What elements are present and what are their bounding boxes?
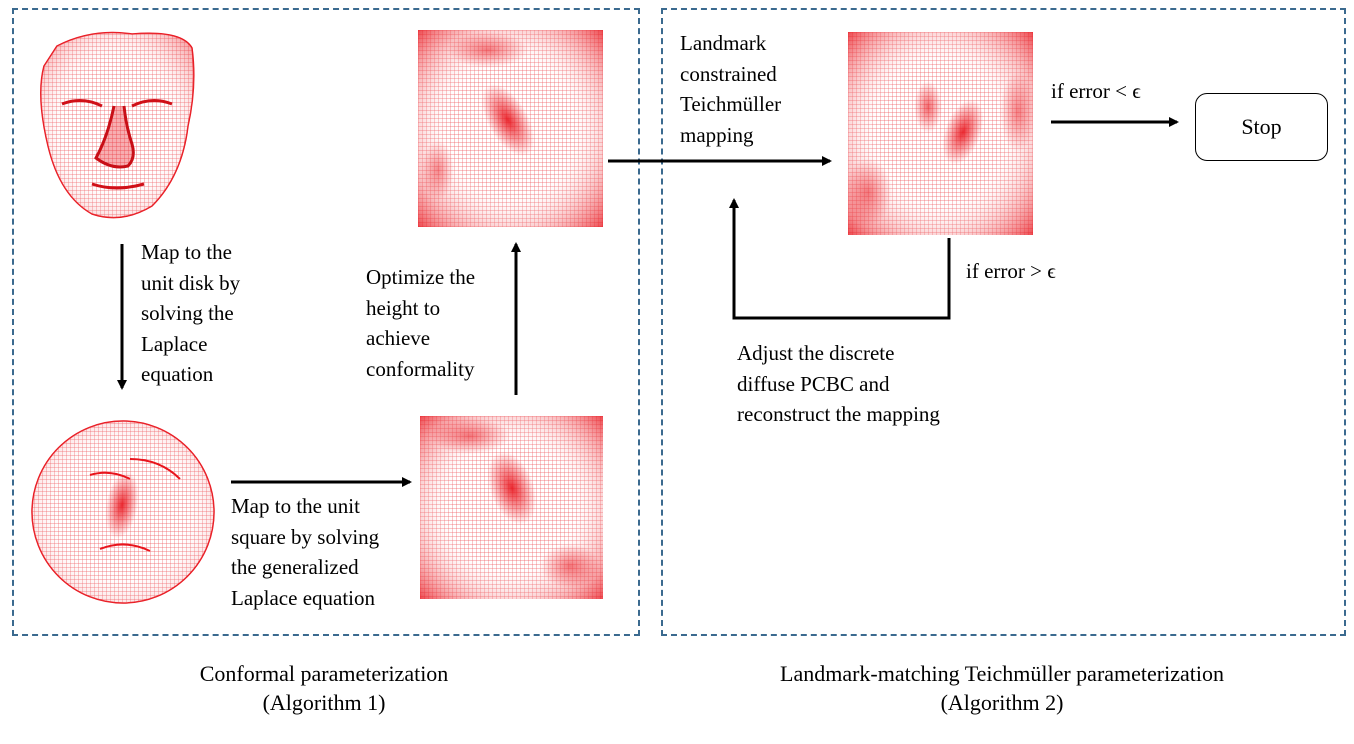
teichmuller-mesh-image (848, 32, 1033, 235)
teichmuller-mapping-label: Landmark constrained Teichmüller mapping (680, 31, 782, 147)
square-mesh-image (420, 416, 603, 599)
teichmuller-parameterization-panel (661, 8, 1346, 636)
stop-box: Stop (1195, 93, 1328, 161)
conformal-parameterization-panel (12, 8, 640, 636)
error-greater-label: if error > ϵ (966, 259, 1056, 283)
optimize-height-label: Optimize the height to achieve conformal… (366, 265, 476, 381)
face-mesh-image (40, 31, 195, 219)
conformal-caption: Conformal parameterization (Algorithm 1) (199, 661, 449, 715)
arrow-feedback-loop (729, 198, 951, 320)
error-less-label: if error < ϵ (1051, 79, 1141, 103)
adjust-pcbc-label: Adjust the discrete diffuse PCBC and rec… (737, 341, 940, 426)
teichmuller-caption: Landmark-matching Teichmüller parameteri… (780, 661, 1224, 715)
optimized-mesh-image (418, 30, 603, 227)
map-to-disk-label: Map to the unit disk by solving the Lapl… (141, 240, 241, 386)
map-to-square-label: Map to the unit square by solving the ge… (231, 494, 380, 610)
disk-mesh-image (31, 420, 215, 604)
